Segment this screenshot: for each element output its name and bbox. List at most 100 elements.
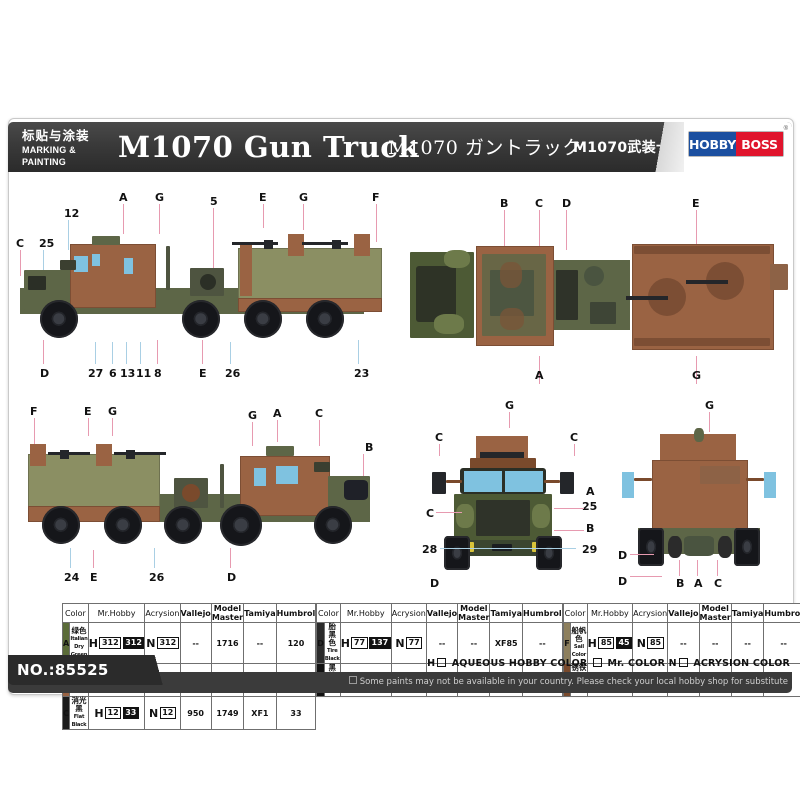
marking-painting-en: MARKING & PAINTING [22,145,76,167]
paint-name-C: 消光黑 Flat Black [69,696,89,730]
code-number: 312 [99,637,122,649]
callout-C-right: C [315,407,324,420]
wheel [536,536,562,570]
callout-G-mid: G [248,409,258,422]
th-modelmaster-3: Model Master [698,603,732,623]
callout-5: 5 [210,195,218,208]
wheel [444,536,470,570]
checkbox-icon-3 [678,658,688,667]
paint-humbrol-F: -- [763,622,800,664]
th-acrysion-1: Acrysion [144,603,181,623]
th-tamiya-2: Tamiya [489,603,523,623]
code-prefix: H [340,636,350,650]
note-marker-icon [348,676,357,684]
marking-painting-zh: 标贴与涂装 [22,128,90,143]
callout-25-left: 25 [39,237,55,250]
code-number: 12 [159,707,176,719]
th-humbrol-1: Humbrol [275,603,317,623]
paint-vallejo-A: -- [179,622,212,664]
code-number-alt: 45 [615,637,633,649]
callout-C-front-lower: C [426,507,435,520]
callout-27: 27 [88,367,104,380]
view-left-side: F E G G A C B [14,398,394,593]
code-prefix: N [636,636,646,650]
th-vallejo-2: Vallejo [425,603,459,623]
th-acrysion-2: Acrysion [390,603,427,623]
paint-tamiya-C: XF1 [243,696,277,730]
paint-tamiya-A: -- [243,622,277,664]
marking-painting-label: 标贴与涂装 MARKING & PAINTING [22,128,114,168]
callout-C-left: C [16,237,25,250]
callout-E: E [259,191,267,204]
view-rear: G D D B A C [604,398,794,593]
truck-illustration-right-side [14,224,394,364]
callout-E-bottom: E [199,367,207,380]
truck-illustration-left-side [14,432,394,572]
th-tamiya-1: Tamiya [243,603,277,623]
callout-G-front-top: G [505,399,515,412]
legend-area-left [317,697,562,730]
callout-A-right: A [273,407,282,420]
paint-name-en: Flat Black [71,714,87,728]
paint-humbrol-A: 120 [275,622,317,664]
callout-B-rear: B [676,577,685,590]
truck-illustration-top-plan [404,236,794,356]
hobbyboss-logo: HOBBY BOSS [688,131,784,157]
callout-B-right: B [365,441,374,454]
legend-acrysion: ACRYSION COLOR [693,658,790,669]
code-number: 12 [105,707,122,719]
code-number-alt: 312 [122,637,145,649]
callout-D-top: D [562,197,572,210]
code-number: 77 [351,637,368,649]
wheel [220,504,262,546]
callout-D-left: D [227,571,237,584]
title-bar-slash [644,122,684,172]
paint-tamiya-D: XF85 [489,622,523,664]
callout-G-bottom: G [692,369,702,382]
paint-name-zh: 绿色 [71,626,87,635]
callout-D-rear-lower: D [618,575,628,588]
callout-E-wheel: E [90,571,98,584]
callout-D-front: D [430,577,440,590]
wheel [42,506,80,544]
page-title: M1070 Gun Truck [118,130,420,164]
callout-8: 8 [154,367,162,380]
legend-n-mark: N [668,658,677,669]
callout-A-rear: A [694,577,703,590]
code-number-alt: 33 [122,707,139,719]
table-row: A 绿色 Italian Dry Green H 312 312 N 312 -… [61,622,800,664]
callout-C-front-left: C [435,431,444,444]
instruction-sheet [8,118,794,695]
th-modelmaster-1: Model Master [210,603,245,623]
code-prefix: H [94,706,104,720]
callout-13: 13 [120,367,136,380]
paint-mrhobby-D: H 77 137 [339,622,392,664]
paint-humbrol-D: -- [522,622,563,664]
callout-D-bottom: D [40,367,50,380]
th-acrysion-3: Acrysion [632,603,669,623]
paint-acrysion-C: N 12 [144,696,181,730]
th-humbrol-3: Humbrol [763,603,800,623]
legend-h-mark: H [427,658,436,669]
wheel [638,528,664,566]
paint-key-D: D [316,622,325,664]
page-title-jp: M1070 ガントラック [388,137,582,159]
callout-A: A [119,191,128,204]
truck-illustration-rear [604,420,794,578]
th-vallejo-1: Vallejo [179,603,212,623]
footer-note-text: Some paints may not be available in your… [359,677,788,687]
view-top-plan: B C D E A G [404,190,794,390]
paint-name-D: 胎黑色 Tire Black [323,622,341,664]
code-number-alt: 137 [369,637,391,649]
th-tamiya-3: Tamiya [730,603,765,623]
table-header-row: Color Mr.Hobby Acrysion Vallejo Model Ma… [62,603,800,623]
th-mrhobby-1: Mr.Hobby [87,603,146,623]
code-prefix: H [88,636,98,650]
th-vallejo-3: Vallejo [667,603,700,623]
paint-modelmaster-A: 1716 [210,622,245,664]
paint-key-C: C [61,696,71,730]
code-prefix: N [146,636,156,650]
code-number: 77 [406,637,423,649]
th-humbrol-2: Humbrol [522,603,563,623]
paint-acrysion-D: N 77 [390,622,427,664]
